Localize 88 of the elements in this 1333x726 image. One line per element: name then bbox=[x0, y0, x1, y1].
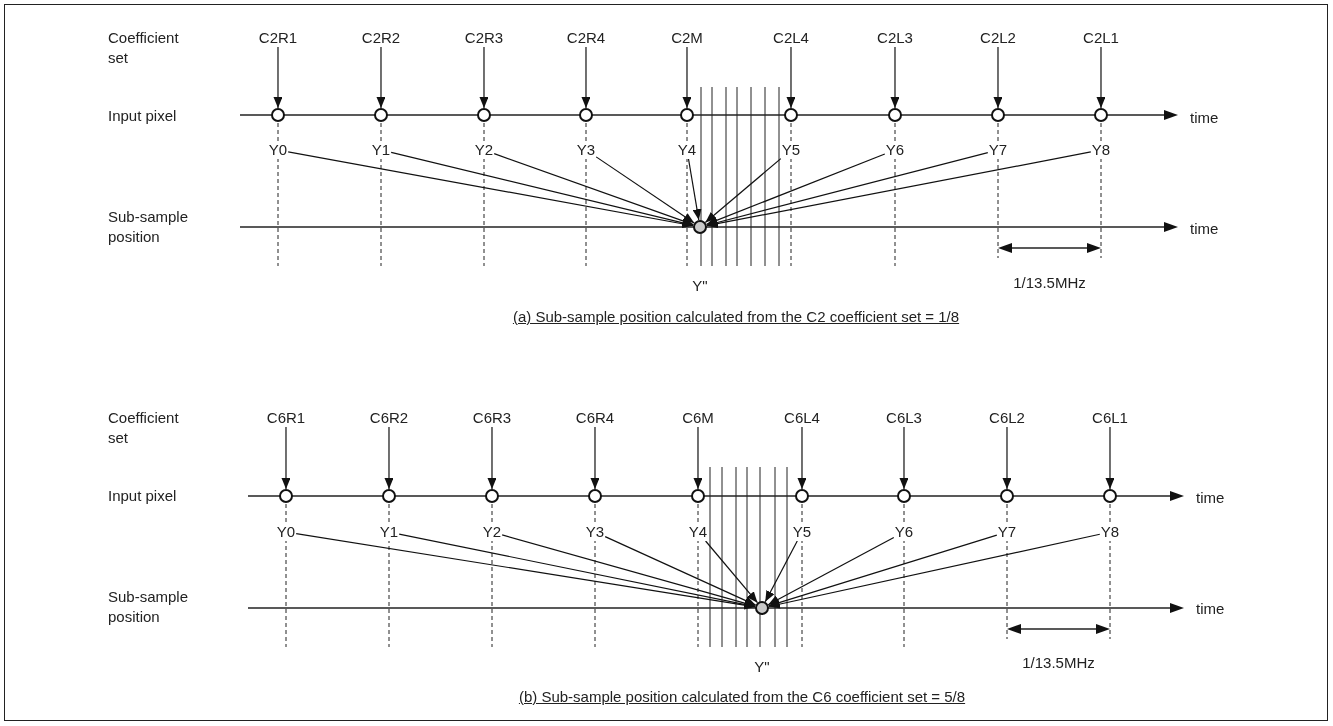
arrow bbox=[479, 46, 489, 109]
pixel-label: Y5 bbox=[791, 523, 813, 541]
arrow bbox=[1002, 426, 1012, 490]
arrow bbox=[1105, 426, 1115, 490]
arrow bbox=[706, 152, 989, 227]
pixel-label: Y5 bbox=[780, 141, 802, 159]
input-pixel-circle bbox=[1103, 489, 1117, 503]
input-pixel-circle bbox=[784, 108, 798, 122]
arrow bbox=[687, 158, 702, 221]
arrow bbox=[704, 540, 759, 604]
pixel-label: Y0 bbox=[267, 141, 289, 159]
figure-caption: (a) Sub-sample position calculated from the C2 coefficient set = 1/8 bbox=[512, 308, 960, 326]
pixel-label: Y7 bbox=[987, 141, 1009, 159]
pixel-label: Y6 bbox=[884, 141, 906, 159]
pixel-label: Y0 bbox=[275, 523, 297, 541]
pixel-label: Y3 bbox=[584, 523, 606, 541]
sub-sample-circle bbox=[693, 220, 707, 234]
arrow bbox=[487, 426, 497, 490]
input-pixel-circle bbox=[991, 108, 1005, 122]
pixel-label: Y2 bbox=[481, 523, 503, 541]
arrow bbox=[501, 534, 756, 608]
axis-label: time bbox=[1196, 600, 1225, 618]
arrow bbox=[390, 151, 694, 228]
row-label: Coefficient set bbox=[108, 408, 180, 448]
pixel-label: Y3 bbox=[575, 141, 597, 159]
input-pixel-circle bbox=[579, 108, 593, 122]
input-pixel-circle bbox=[795, 489, 809, 503]
arrow bbox=[590, 426, 600, 490]
row-label: Input pixel bbox=[108, 106, 178, 126]
input-pixel-circle bbox=[1000, 489, 1014, 503]
input-pixel-circle bbox=[477, 108, 491, 122]
pixel-label: Y8 bbox=[1099, 523, 1121, 541]
arrow bbox=[581, 46, 591, 109]
row-label: Sub-sample position bbox=[108, 587, 190, 627]
input-pixel-circle bbox=[374, 108, 388, 122]
input-pixel-circle bbox=[588, 489, 602, 503]
pixel-label: Y8 bbox=[1090, 141, 1112, 159]
input-pixel-circle bbox=[485, 489, 499, 503]
arrow bbox=[890, 46, 900, 109]
arrow bbox=[384, 426, 394, 490]
input-pixel-circle bbox=[897, 489, 911, 503]
pixel-label: Y1 bbox=[370, 141, 392, 159]
row-label: Sub-sample position bbox=[108, 207, 190, 247]
arrow bbox=[281, 426, 291, 490]
arrow bbox=[693, 426, 703, 490]
axis-label: time bbox=[1190, 109, 1219, 127]
pixel-label: Y4 bbox=[687, 523, 709, 541]
sub-sample-label: Y" bbox=[754, 658, 770, 676]
pixel-label: Y6 bbox=[893, 523, 915, 541]
arrow bbox=[376, 46, 386, 109]
arrow bbox=[398, 533, 756, 609]
arrow bbox=[767, 536, 895, 606]
pixel-label: Y4 bbox=[676, 141, 698, 159]
axis-label: time bbox=[1190, 220, 1219, 238]
arrow bbox=[764, 540, 798, 603]
arrow bbox=[993, 46, 1003, 109]
arrow bbox=[682, 46, 692, 109]
input-pixel-circle bbox=[382, 489, 396, 503]
arrow bbox=[705, 153, 886, 226]
row-label: Input pixel bbox=[108, 486, 178, 506]
input-pixel-circle bbox=[279, 489, 293, 503]
pixel-label: Y1 bbox=[378, 523, 400, 541]
arrow bbox=[797, 426, 807, 490]
input-pixel-circle bbox=[888, 108, 902, 122]
dimension-label: 1/13.5MHz bbox=[1022, 654, 1095, 672]
input-pixel-circle bbox=[271, 108, 285, 122]
input-pixel-circle bbox=[680, 108, 694, 122]
sub-sample-label: Y" bbox=[692, 277, 708, 295]
row-label: Coefficient set bbox=[108, 28, 180, 68]
pixel-label: Y7 bbox=[996, 523, 1018, 541]
dimension-label: 1/13.5MHz bbox=[1013, 274, 1086, 292]
sub-sample-circle bbox=[755, 601, 769, 615]
arrow bbox=[493, 153, 694, 226]
arrow bbox=[1096, 46, 1106, 109]
pixel-label: Y2 bbox=[473, 141, 495, 159]
arrow bbox=[595, 156, 695, 224]
axis-label: time bbox=[1196, 489, 1225, 507]
arrow bbox=[706, 151, 1092, 228]
input-pixel-circle bbox=[1094, 108, 1108, 122]
arrow bbox=[899, 426, 909, 490]
arrow bbox=[768, 534, 998, 607]
arrow bbox=[604, 536, 757, 606]
arrow bbox=[273, 46, 283, 109]
figure-caption: (b) Sub-sample position calculated from the C6 coefficient set = 5/8 bbox=[518, 688, 966, 706]
input-pixel-circle bbox=[691, 489, 705, 503]
arrow bbox=[704, 158, 782, 224]
arrow bbox=[786, 46, 796, 109]
arrow bbox=[768, 533, 1101, 609]
